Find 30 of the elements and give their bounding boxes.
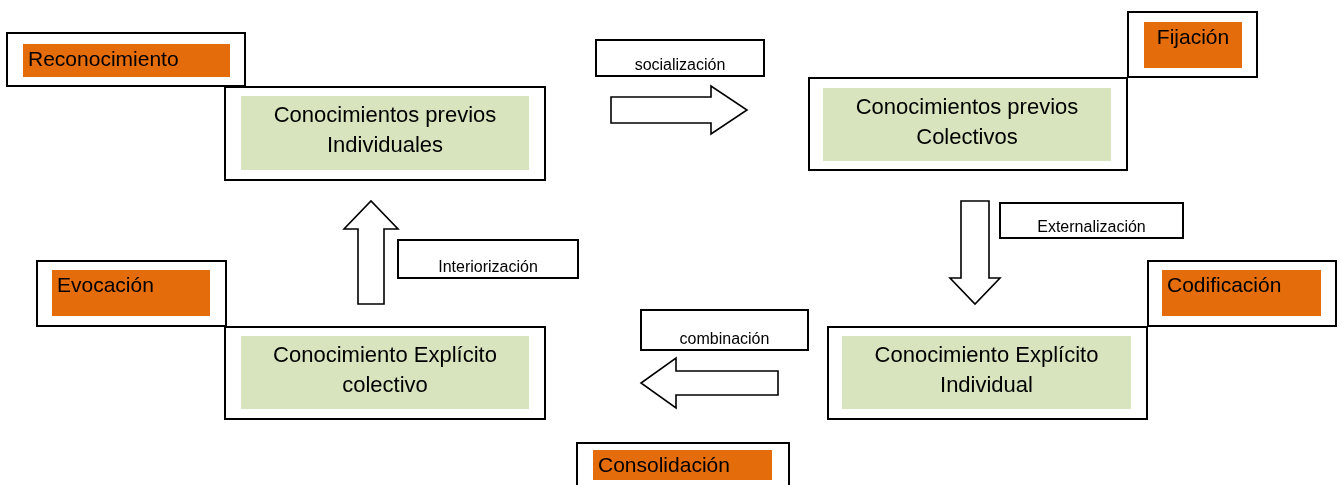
stage-box (1127, 11, 1258, 78)
block-arrow (639, 356, 779, 410)
block-arrow (948, 200, 1002, 306)
stage-box (6, 32, 246, 87)
stage-box (576, 442, 790, 485)
block-arrow (610, 84, 749, 136)
concept-box (808, 77, 1128, 171)
concept-box (224, 86, 546, 181)
concept-text: Conocimiento Explícito colectivo (241, 336, 529, 409)
concept-text: Conocimientos previos Colectivos (823, 88, 1111, 161)
process-label: Externalización (1036, 217, 1147, 237)
process-label-box (999, 202, 1184, 239)
stage-label: Consolidación (593, 450, 772, 480)
concept-box (224, 326, 546, 420)
stage-label: Codificación (1162, 270, 1321, 316)
stage-label: Fijación (1144, 22, 1242, 68)
stage-box (1147, 260, 1337, 327)
process-label: socialización (633, 55, 727, 75)
process-label-box (640, 309, 809, 351)
concept-text: Conocimientos previos Individuales (241, 96, 529, 170)
stage-box (36, 260, 227, 327)
process-label-box (595, 39, 765, 77)
process-label: combinación (678, 329, 771, 349)
block-arrow (342, 199, 400, 305)
process-label: Interiorización (437, 257, 539, 277)
stage-label: Reconocimiento (23, 44, 230, 77)
stage-label: Evocación (52, 270, 210, 316)
concept-box (827, 326, 1148, 420)
concept-text: Conocimiento Explícito Individual (842, 336, 1131, 409)
process-label-box (397, 239, 579, 279)
